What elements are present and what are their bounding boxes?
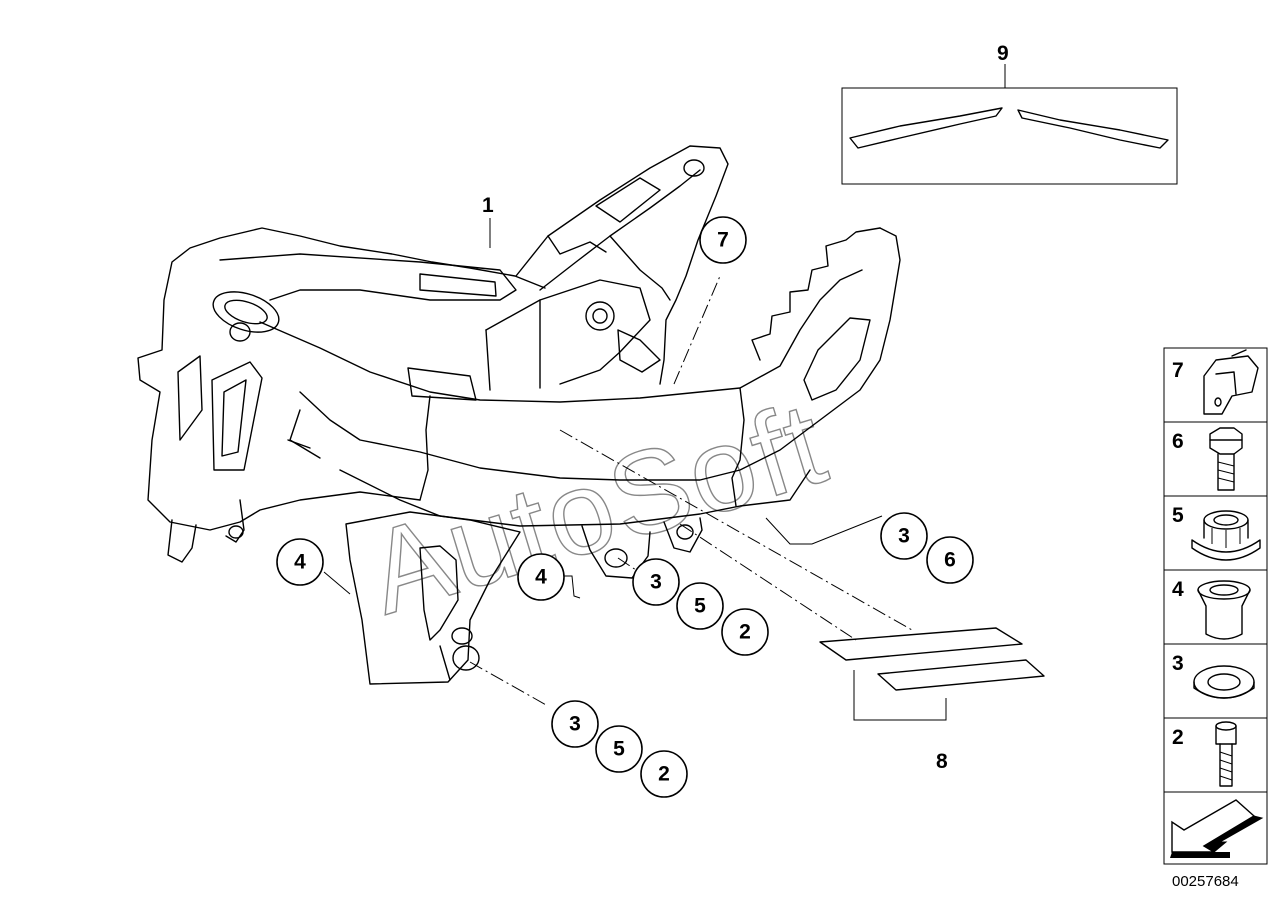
svg-text:2: 2 [1172, 726, 1184, 749]
svg-text:3: 3 [650, 571, 662, 594]
hex-bolt-icon [1209, 427, 1243, 491]
svg-text:6: 6 [944, 549, 956, 572]
callout-main-frame: 1 [482, 194, 494, 217]
svg-text:5: 5 [1172, 504, 1184, 527]
main-frame-drawing [137, 145, 901, 685]
svg-text:7: 7 [717, 229, 729, 252]
svg-text:4: 4 [535, 566, 547, 589]
svg-text:5: 5 [613, 738, 625, 761]
svg-text:8: 8 [936, 750, 948, 773]
document-number: 00257684 [1172, 873, 1239, 890]
foam-pads-drawing [819, 627, 1045, 691]
callout-bracket-top: 7 [699, 216, 747, 264]
callout-stickers: 9 [997, 42, 1009, 65]
legend-row: 7 [1163, 347, 1268, 423]
svg-text:3: 3 [569, 713, 581, 736]
callout-group-lower: 3 5 2 [551, 700, 688, 798]
svg-text:6: 6 [1172, 430, 1184, 453]
callout-bush-left: 4 [276, 538, 324, 586]
callout-group-rear-top: 3 6 [880, 512, 974, 584]
callout-group-mid: 3 5 2 [632, 558, 769, 656]
rubber-bush-icon [1197, 580, 1251, 640]
svg-text:3: 3 [1172, 652, 1184, 675]
svg-text:1: 1 [482, 194, 494, 217]
legend-panel: 7 6 5 [1163, 347, 1268, 865]
collar-nut-icon [1191, 510, 1261, 561]
bracket-icon [1203, 349, 1259, 415]
legend-row: 4 [1163, 569, 1268, 645]
svg-text:2: 2 [658, 763, 670, 786]
navigation-arrow-icon[interactable] [1170, 799, 1264, 858]
svg-text:4: 4 [294, 551, 306, 574]
legend-row: 6 [1163, 421, 1268, 497]
stickers-box [841, 87, 1178, 185]
allen-screw-icon [1215, 721, 1237, 787]
legend-row: 5 [1163, 495, 1268, 571]
svg-text:9: 9 [997, 42, 1009, 65]
svg-text:5: 5 [694, 595, 706, 618]
svg-text:7: 7 [1172, 359, 1184, 382]
washer-icon [1193, 665, 1255, 699]
svg-text:4: 4 [1172, 578, 1184, 601]
legend-row: 2 [1163, 717, 1268, 793]
svg-text:2: 2 [739, 621, 751, 644]
callout-bush-mid: 4 [517, 553, 565, 601]
svg-text:3: 3 [898, 525, 910, 548]
callout-foam-pads: 8 [936, 750, 948, 773]
leader-lines [323, 64, 1006, 721]
legend-row[interactable] [1163, 791, 1268, 865]
legend-row: 3 [1163, 643, 1268, 719]
